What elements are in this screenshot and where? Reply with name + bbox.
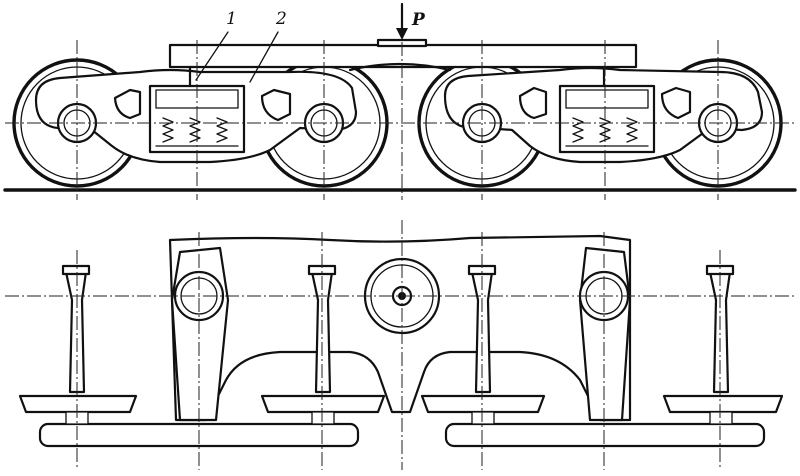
side-elevation: P 1 2 bbox=[3, 2, 797, 200]
wheelset-plan-2 bbox=[260, 264, 386, 425]
leader-2 bbox=[249, 31, 279, 83]
frame-window-right-b bbox=[660, 86, 692, 120]
plan-view bbox=[5, 220, 795, 470]
frame-window-left-b bbox=[260, 88, 292, 122]
side-frame-plan-right bbox=[444, 422, 766, 448]
callout-2: 2 bbox=[275, 9, 287, 29]
callout-1: 1 bbox=[226, 9, 237, 29]
spring-box-right bbox=[558, 84, 656, 154]
frame-window-left-a bbox=[113, 88, 142, 120]
frame-window-right-a bbox=[518, 86, 548, 120]
bolster-sag bbox=[348, 62, 452, 72]
leader-1 bbox=[195, 31, 229, 81]
wheelset-plan-4 bbox=[662, 264, 784, 425]
wheelset-plan-3 bbox=[420, 264, 546, 425]
down-arrow-icon bbox=[396, 2, 408, 40]
wheelset-plan-1 bbox=[18, 264, 138, 425]
load-label: P bbox=[411, 10, 426, 30]
